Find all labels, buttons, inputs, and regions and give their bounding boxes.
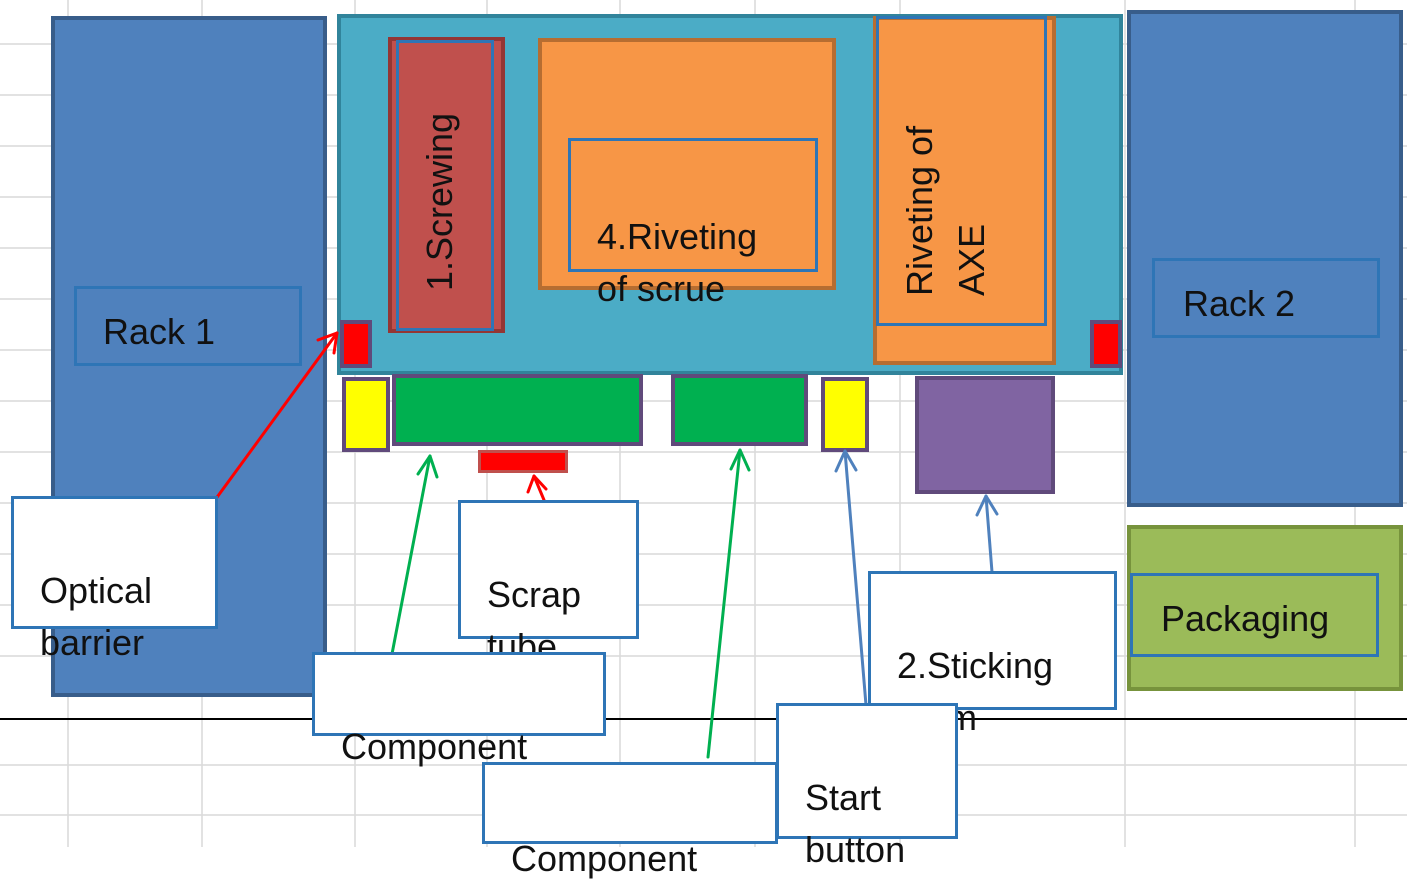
riveting-scrue-text: 4.Riveting of scrue [597, 216, 758, 309]
optical-barrier-text: Optical barrier [40, 570, 153, 663]
callout-sticking-foam: 2.Sticking foam [868, 571, 1117, 738]
riveting-axe-text: Riveting of AXE [899, 125, 992, 296]
callout-component-1: Component [312, 652, 606, 767]
riveting-scrue-label: 4.Riveting of scrue [568, 138, 818, 309]
callout-start-button: Start button [776, 703, 958, 870]
screwing-text: 1.Screwing [419, 112, 460, 292]
rack-1-text: Rack 1 [103, 311, 216, 352]
component-2-text: Component [511, 838, 698, 879]
rack-1-label: Rack 1 [74, 286, 302, 366]
callout-component-2: Component [482, 762, 778, 879]
riveting-scrue-station [538, 38, 836, 290]
callout-scrap-tube: Scrap tube [458, 500, 639, 667]
riveting-axe-station [873, 16, 1056, 365]
packaging-text: Packaging [1161, 598, 1330, 639]
component-bin-left [392, 374, 643, 446]
scrap-tube [478, 450, 568, 473]
optical-sensor-right [1090, 320, 1122, 368]
packaging-label: Packaging [1130, 573, 1379, 657]
start-button-left [342, 377, 390, 452]
packaging-area [1127, 525, 1403, 691]
rack-2-label: Rack 2 [1152, 258, 1380, 338]
component-1-text: Component [341, 726, 528, 767]
screwing-station-outline [396, 40, 494, 331]
callout-optical-barrier: Optical barrier [11, 496, 218, 663]
rack-2-text: Rack 2 [1183, 283, 1296, 324]
start-button-right [821, 377, 869, 452]
start-button-text: Start button [805, 777, 906, 870]
screwing-station [388, 37, 505, 333]
component-bin-right [671, 374, 808, 446]
foam-box [915, 376, 1055, 494]
riveting-axe-outline [876, 16, 1047, 326]
optical-sensor-left [340, 320, 372, 368]
